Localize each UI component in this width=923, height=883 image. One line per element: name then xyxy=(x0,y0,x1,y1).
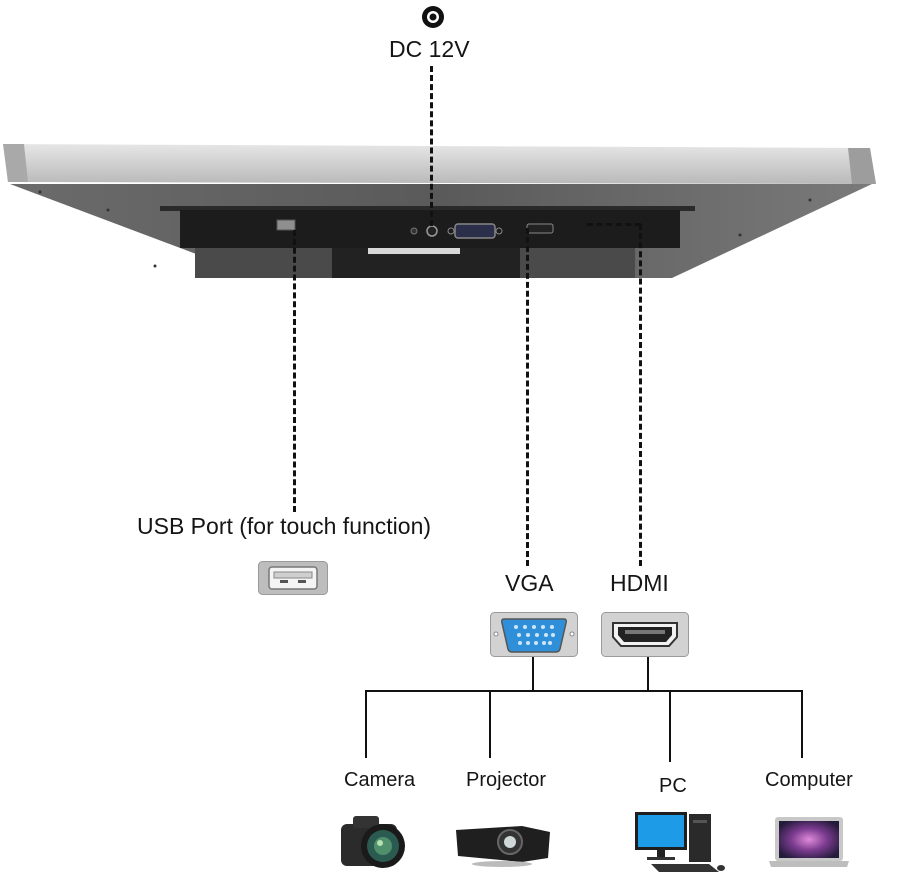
vga-stem-line xyxy=(532,657,534,691)
pc-branch-line xyxy=(669,690,671,762)
vga-label: VGA xyxy=(505,570,554,596)
hdmi-stem-line xyxy=(647,657,649,691)
desktop-pc-icon xyxy=(633,810,725,876)
computer-branch-line xyxy=(801,690,803,758)
usb-port-label: USB Port (for touch function) xyxy=(137,513,432,539)
dc-power-jack-icon xyxy=(421,5,445,29)
laptop-icon xyxy=(767,815,851,871)
device-label-pc: PC xyxy=(659,775,687,797)
device-label-camera: Camera xyxy=(344,769,416,791)
hdmi-port-icon xyxy=(601,612,689,657)
distribution-bus-line xyxy=(365,690,803,692)
device-label-projector: Projector xyxy=(466,769,547,791)
usb-connector-line xyxy=(293,230,296,512)
hdmi-label: HDMI xyxy=(610,570,669,596)
projector-branch-line xyxy=(489,690,491,758)
vga-connector-line xyxy=(526,228,529,566)
dc-connector-line xyxy=(430,66,433,226)
projector-icon xyxy=(452,822,552,868)
hdmi-connector-line xyxy=(639,224,642,566)
camera-branch-line xyxy=(365,690,367,758)
dc-12v-label: DC 12V xyxy=(389,36,470,62)
usb-port-icon xyxy=(258,561,328,595)
monitor-bottom-view xyxy=(0,140,923,290)
camera-icon xyxy=(337,810,415,870)
hdmi-connector-line-h xyxy=(587,223,641,226)
vga-port-icon xyxy=(490,612,578,657)
device-label-computer: Computer xyxy=(765,769,853,791)
